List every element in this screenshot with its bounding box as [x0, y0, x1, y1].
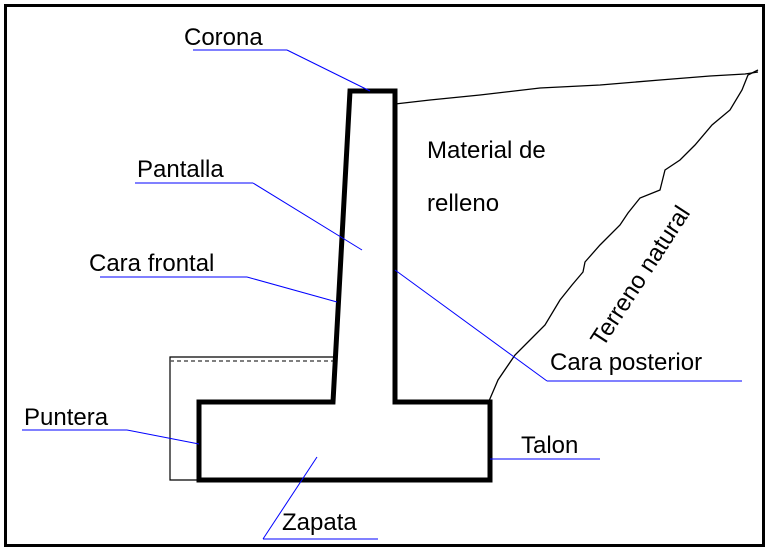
label-material-line2: relleno — [427, 190, 499, 217]
backfill-surface-line — [394, 71, 759, 105]
label-talon: Talon — [521, 432, 578, 459]
leader-zapata-pointer — [262, 456, 318, 540]
label-pantalla: Pantalla — [137, 156, 224, 183]
label-cara-frontal: Cara frontal — [89, 250, 214, 277]
label-zapata: Zapata — [282, 509, 357, 536]
label-terreno-natural: Terreno natural — [585, 201, 696, 351]
front-soil-outline — [169, 356, 333, 481]
natural-terrain-line — [488, 69, 759, 402]
leader-puntera-pointer — [126, 429, 200, 445]
label-material-line1: Material de — [427, 137, 546, 164]
leader-cara-frontal-pointer — [246, 276, 338, 303]
label-cara-posterior: Cara posterior — [550, 349, 702, 376]
leader-pantalla-pointer — [252, 182, 363, 251]
leader-cara-posterior-pointer — [394, 269, 548, 382]
retaining-wall-outline — [196, 88, 493, 483]
leader-corona-pointer — [286, 49, 371, 92]
label-puntera: Puntera — [24, 404, 109, 431]
label-corona: Corona — [184, 24, 263, 51]
